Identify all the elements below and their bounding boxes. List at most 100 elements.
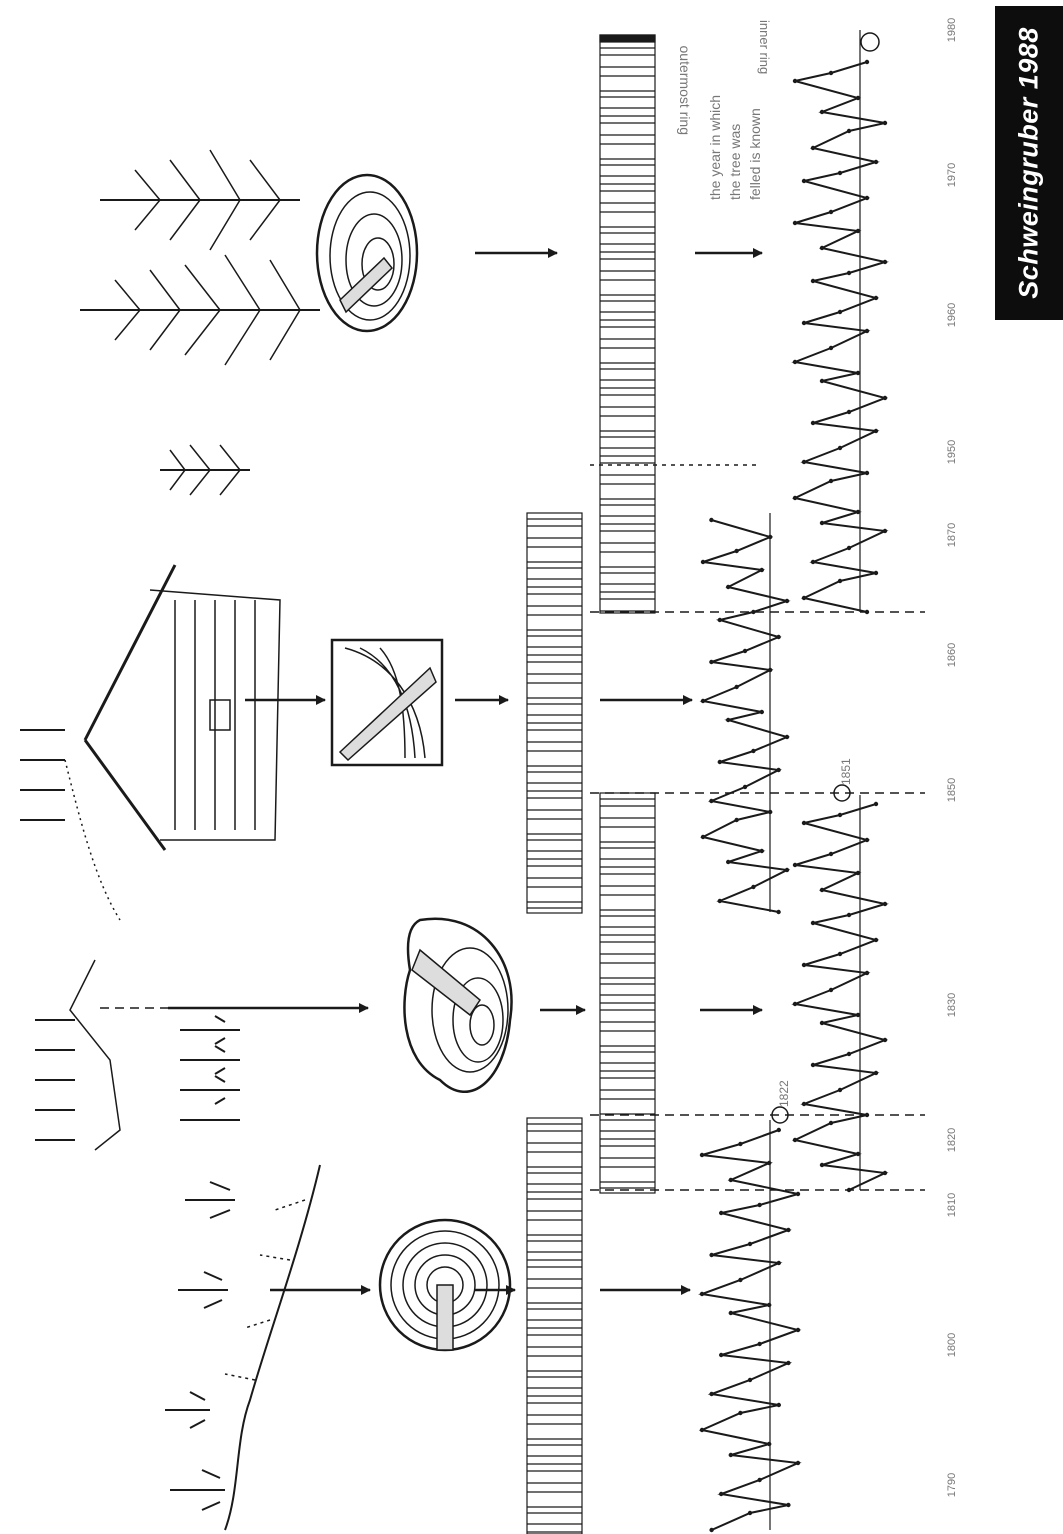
curve-dot bbox=[734, 685, 738, 689]
curve-dot bbox=[874, 571, 878, 575]
curve-dot bbox=[793, 1138, 797, 1142]
curve-dot bbox=[793, 221, 797, 225]
curve-dot bbox=[865, 196, 869, 200]
curve-dot bbox=[829, 1121, 833, 1125]
curve-dot bbox=[785, 599, 789, 603]
curve-dot bbox=[811, 279, 815, 283]
curve-dot bbox=[883, 529, 887, 533]
curve-dot bbox=[820, 1163, 824, 1167]
curve-dot bbox=[709, 1253, 713, 1257]
curve-dot bbox=[718, 618, 722, 622]
curve-dot bbox=[847, 1188, 851, 1192]
curve-dot bbox=[856, 229, 860, 233]
curve-dot bbox=[793, 1002, 797, 1006]
labels: 1822 1851 outermost ring inner ring the … bbox=[677, 18, 958, 1497]
ring-width-curves bbox=[700, 30, 887, 1532]
curve-dot bbox=[883, 1038, 887, 1042]
curve-dot bbox=[796, 1461, 800, 1465]
curve-dot bbox=[700, 1292, 704, 1296]
curve-dot bbox=[718, 760, 722, 764]
curve-dot bbox=[847, 1052, 851, 1056]
ring-strip-beam bbox=[527, 513, 582, 913]
label-1851: 1851 bbox=[839, 758, 853, 785]
curve-dot bbox=[768, 668, 772, 672]
year-label-1800: 1800 bbox=[946, 1333, 958, 1357]
curve-dot bbox=[829, 988, 833, 992]
curve-dot bbox=[786, 1503, 790, 1507]
curve-dot bbox=[786, 1361, 790, 1365]
curve-dot bbox=[718, 899, 722, 903]
curve-dot bbox=[796, 1192, 800, 1196]
curve-dot bbox=[743, 785, 747, 789]
curve-dot bbox=[856, 1152, 860, 1156]
curve-dot bbox=[856, 96, 860, 100]
curve-dot bbox=[729, 1311, 733, 1315]
year-label-1790: 1790 bbox=[946, 1473, 958, 1497]
curve-dot bbox=[838, 171, 842, 175]
curve-dot bbox=[865, 329, 869, 333]
outermost-ring-block bbox=[600, 35, 655, 42]
curve-dot bbox=[743, 649, 747, 653]
curve-dot bbox=[760, 710, 764, 714]
curve-dot bbox=[829, 210, 833, 214]
citation-text: Schweingruber 1988 bbox=[1014, 27, 1045, 299]
curve-dot bbox=[820, 888, 824, 892]
inner-ring-label: inner ring bbox=[757, 20, 772, 74]
curve-dot bbox=[709, 799, 713, 803]
curve-dot bbox=[847, 410, 851, 414]
curve-dot bbox=[820, 110, 824, 114]
curve-dot bbox=[820, 521, 824, 525]
curve-dot bbox=[726, 860, 730, 864]
curve-dot bbox=[776, 768, 780, 772]
curve-dot bbox=[751, 749, 755, 753]
curve-dot bbox=[734, 549, 738, 553]
curve-dot bbox=[734, 818, 738, 822]
year-label-1850: 1850 bbox=[946, 778, 958, 802]
curve-dot bbox=[874, 160, 878, 164]
cross-section-bottom bbox=[380, 1220, 510, 1350]
curve-dot bbox=[883, 121, 887, 125]
curve-dot bbox=[883, 902, 887, 906]
curve-dot bbox=[802, 460, 806, 464]
year-label-1970: 1970 bbox=[946, 163, 958, 187]
curve-dot bbox=[802, 179, 806, 183]
curve-dot bbox=[874, 296, 878, 300]
curve-dot bbox=[767, 1442, 771, 1446]
curve-dot bbox=[874, 429, 878, 433]
curve-dot bbox=[820, 246, 824, 250]
curve-dot bbox=[757, 1478, 761, 1482]
curve-dot bbox=[838, 1088, 842, 1092]
curve-dot bbox=[847, 129, 851, 133]
curve-dot bbox=[847, 913, 851, 917]
year-label-1980: 1980 bbox=[946, 18, 958, 42]
curve-dot bbox=[811, 421, 815, 425]
ring-strip-top bbox=[600, 35, 655, 613]
curve-dot bbox=[865, 838, 869, 842]
curve-dot bbox=[811, 1063, 815, 1067]
year-label-1950: 1950 bbox=[946, 440, 958, 464]
curve-dot bbox=[883, 396, 887, 400]
year-label-1870: 1870 bbox=[946, 523, 958, 547]
curve-dot bbox=[820, 379, 824, 383]
curve-dot bbox=[793, 360, 797, 364]
cross-section-beam bbox=[332, 640, 442, 765]
flow-arrows bbox=[168, 253, 762, 1290]
curve-dot bbox=[719, 1211, 723, 1215]
curve-dot bbox=[701, 835, 705, 839]
cross-section-middle bbox=[404, 919, 511, 1092]
hillside-forest-illustration bbox=[165, 1016, 320, 1530]
curve-dot bbox=[760, 849, 764, 853]
curve-dot bbox=[838, 952, 842, 956]
curve-dot bbox=[748, 1242, 752, 1246]
curve-dot bbox=[751, 885, 755, 889]
citation-badge: Schweingruber 1988 bbox=[995, 6, 1063, 320]
curve-dot bbox=[829, 346, 833, 350]
curve-dot bbox=[700, 1153, 704, 1157]
curve-dot bbox=[856, 871, 860, 875]
curve-dot bbox=[829, 479, 833, 483]
curve-dot bbox=[838, 579, 842, 583]
curve-dot bbox=[820, 1021, 824, 1025]
outermost-ring-label: outermost ring bbox=[677, 46, 693, 135]
curve-dot bbox=[738, 1411, 742, 1415]
